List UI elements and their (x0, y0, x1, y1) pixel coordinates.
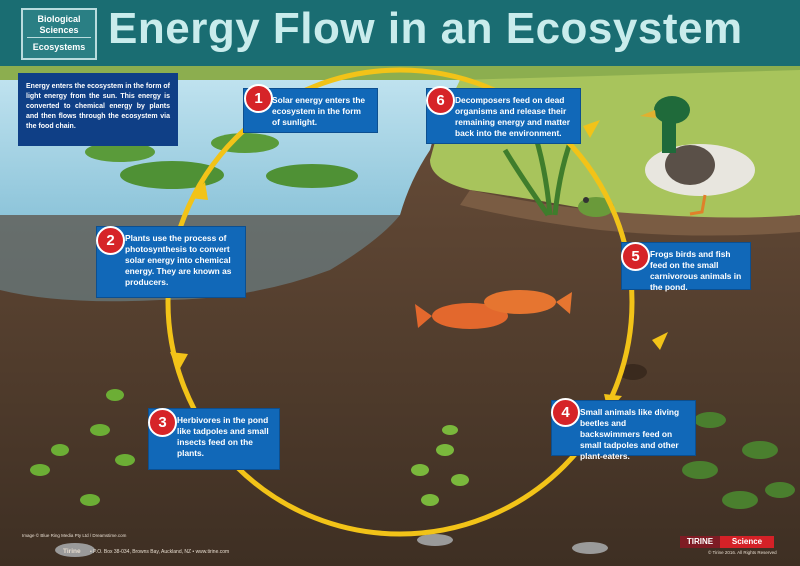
page-title: Energy Flow in an Ecosystem (108, 4, 743, 53)
duck-leg (689, 194, 707, 216)
arrowhead (190, 182, 208, 200)
step-1-text: Solar energy enters the ecosystem in the… (272, 95, 366, 127)
lily-pad (211, 133, 279, 153)
step-3-number: 3 (148, 408, 177, 437)
intro-description: Energy enters the ecosystem in the form … (18, 73, 178, 146)
duck-head (654, 96, 690, 124)
leafy-plant-right (682, 412, 795, 509)
diving-beetle (619, 364, 647, 380)
subject-tag: Biological Sciences Ecosystems (21, 8, 97, 60)
step-5-number: 5 (621, 242, 650, 271)
step-1-number: 1 (244, 84, 273, 113)
aquatic-plant-center (411, 425, 469, 506)
step-4-text: Small animals like diving beetles and ba… (580, 407, 680, 461)
image-credit: Image © Blue Ring Media Pty Ltd / Dreams… (22, 533, 127, 538)
publisher-address: • P.O. Box 38-034, Browns Bay, Auckland,… (89, 549, 230, 555)
subject-tag-divider (27, 37, 91, 38)
bank-edge (460, 190, 800, 236)
subject-tag-line2: Ecosystems (32, 42, 86, 52)
lily-pad (120, 161, 224, 189)
fish-group (415, 290, 572, 329)
duck-chest (665, 145, 715, 185)
step-6-text: Decomposers feed on dead organisms and r… (455, 95, 570, 138)
lily-pad (266, 164, 358, 188)
arrowhead (170, 352, 188, 372)
duck-neck (662, 118, 676, 153)
publisher-footer: Tirine • P.O. Box 38-034, Browns Bay, Au… (63, 548, 229, 555)
lily-pad (85, 142, 155, 162)
brand-subject: Science (731, 537, 763, 546)
rock (55, 543, 95, 557)
step-4-number: 4 (551, 398, 580, 427)
step-5-text: Frogs birds and fish feed on the small c… (650, 249, 742, 292)
publisher-name: Tirine (63, 548, 81, 555)
rock (572, 542, 608, 554)
copyright-text: © Tirine 2016. All Rights Reserved (708, 550, 777, 555)
energy-cycle-arrow (165, 67, 635, 537)
subject-tag-line1: Biological Sciences (37, 14, 81, 35)
step-2-number: 2 (96, 226, 125, 255)
brand-badge: TIRINE Science (680, 536, 774, 548)
brand-name: TIRINE (680, 536, 720, 548)
step-3-text: Herbivores in the pond like tadpoles and… (177, 415, 269, 458)
header-bar: Biological Sciences Ecosystems Energy Fl… (0, 0, 800, 66)
rock (417, 534, 453, 546)
aquatic-plant-left (30, 389, 135, 506)
step-6-number: 6 (426, 86, 455, 115)
arrowhead (652, 332, 668, 350)
frog-eye (583, 197, 589, 203)
duck-bill (640, 110, 656, 118)
step-2-text: Plants use the process of photosynthesis… (125, 233, 232, 287)
arrowhead (583, 120, 600, 138)
